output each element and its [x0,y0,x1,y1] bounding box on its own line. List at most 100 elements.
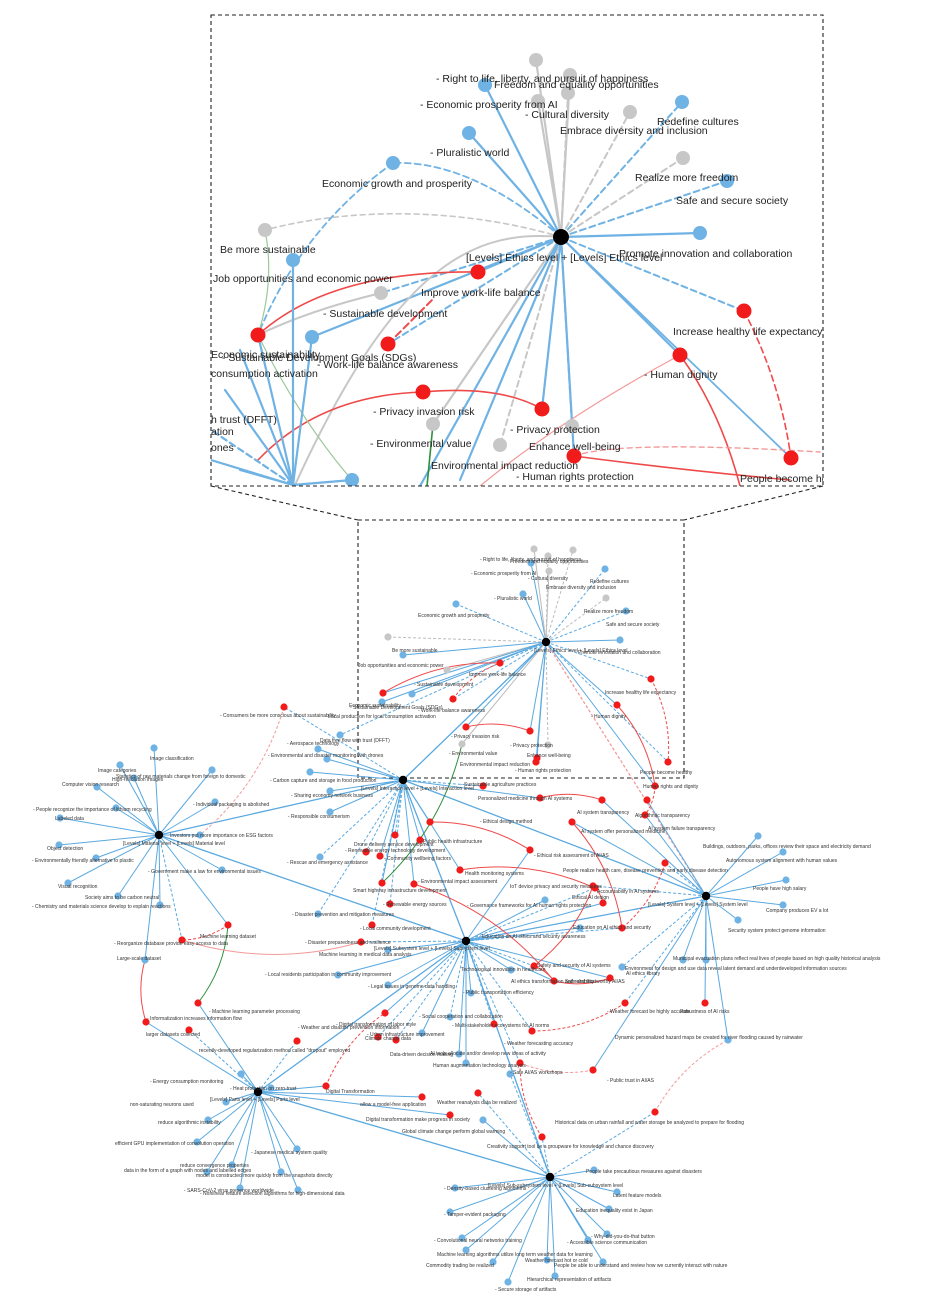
label-e11: Be more sustainable [392,648,438,654]
node-d1 [474,1089,482,1097]
node-d4 [506,1070,514,1078]
label-human-dignity: - Human dignity [644,369,718,381]
node-e1 [527,559,535,567]
spoke-d14 [465,1176,551,1251]
spoke-s6 [664,862,707,897]
spoke-e8 [545,597,607,643]
spoke-i1 [283,706,404,781]
node-sb22 [392,1036,400,1044]
label-e26: Enhance well-being [527,753,571,759]
link-d5-sb25 [519,1062,543,1138]
node-d12 [458,1234,466,1242]
spoke-d2 [482,1119,551,1178]
node-safe-society [720,174,734,188]
node-s5 [754,832,762,840]
label-sb1: - Ethical risk assessment of AI/AS [534,853,609,859]
label-d16: Commodity trading be realized [426,1263,494,1269]
node-e24 [526,727,534,735]
node-m5 [208,766,216,774]
spoke-sb9 [465,940,512,971]
spoke-sb1 [465,849,531,942]
label-sb3: Ethical AI design [572,895,609,901]
spoke-p3 [145,1021,259,1093]
hub-edge-interaction-subsystem [402,779,467,942]
node-i9 [426,818,434,826]
label-s16: Robustness of AI risks [680,1009,730,1015]
spoke-i10 [402,779,421,841]
node-i10 [416,836,424,844]
node-e28 [532,758,540,766]
label-m11: - Environmentally friendly alternative t… [32,858,134,864]
label-d13: - Accessible science communication [567,1240,647,1246]
label-s3: AI system offer personalized medicine [581,829,666,835]
node-m7 [211,798,219,806]
spoke-d18 [549,1176,556,1277]
label-p13: model is constructed more quickly from t… [196,1173,333,1179]
node-pluralistic-world [462,126,476,140]
spoke-i8 [402,779,541,799]
label-sb18: - Weather and disaster prevention inform… [298,1025,400,1031]
node-s8 [782,876,790,884]
spoke-i5 [329,779,404,792]
label-e22: - Privacy invasion risk [451,734,500,740]
label-economic-sustainability: Economic sustainability [211,349,321,361]
label-m15: - Chemistry and materials science develo… [32,904,171,910]
spoke-sb25 [465,940,521,1064]
label-d5: Creativity support tool be a groupware f… [487,1144,654,1150]
spoke-sb19 [458,940,467,1055]
label-job-opportunities: Job opportunities and economic power [213,273,393,285]
label-e21: - Human dignity [591,714,627,720]
label-e6: Embrace diversity and inclusion [546,585,617,591]
label-m16: Machine learning dataset [200,934,256,940]
node-s15 [621,999,629,1007]
spoke-i4 [309,771,404,781]
node-sb10 [530,962,538,970]
spoke-p2 [188,1029,259,1093]
label-i8: Personalized medicine through AI systems [478,796,573,802]
spoke-sb2 [465,887,596,942]
label-sb4: - Governance frameworks for AI human rig… [467,903,591,909]
label-m7: - Individual packaging is abolished [193,802,269,808]
node-sb3 [599,899,607,907]
node-d5 [538,1133,546,1141]
node-m18 [141,956,149,964]
label-sb10: Safety and security of AI systems [537,963,611,969]
node-sb11 [550,977,558,985]
spoke-e30 [545,641,656,787]
spoke-i6 [329,779,404,813]
spoke-e2 [533,548,547,643]
spoke-d16 [492,1176,551,1263]
label-e14: Improve work-life balance [469,672,526,678]
link-sb7-m17 [181,939,362,955]
spoke-e13 [402,641,547,656]
label-m5: Statistics of raw materials change from … [116,774,246,780]
spoke-e9 [455,603,547,643]
node-s2 [643,796,651,804]
node-s7 [779,848,787,856]
node-economic-growth [386,156,400,170]
label-hub-subsub: [Levels] Sub-subsystem level + [Levels] … [488,1183,623,1189]
spoke-d7 [454,1176,551,1189]
node-realize-freedom [676,151,690,165]
hub-edge-subsystem-parts [257,940,467,1093]
label-e9: Economic growth and prosperity [418,613,490,619]
node-p16 [322,1082,330,1090]
node-e29 [664,758,672,766]
label-s9: Accountability in AI systems [597,889,659,895]
label-s13: Environment for design and use data reve… [625,966,847,972]
spoke-e22 [465,641,547,728]
label-d15: Weather forecast hot or cold [525,1258,588,1264]
label-p14: - SARS-CoV-2 virus presence worldwide [184,1188,274,1194]
label-sb5: - Education on AI ethics and security aw… [479,934,586,940]
label-more-sustainable: Be more sustainable [220,244,316,256]
link-e16-e29 [650,678,670,763]
label-e1: - Right to life, liberty, and pursuit of… [480,557,582,563]
node-e3 [545,567,553,575]
link-i16-sb11 [413,883,555,982]
label-s4: AI system failure transparency [648,826,716,832]
node-s13 [679,956,687,964]
label-e12: Promote innovation and collaboration [578,650,661,656]
spoke-s2 [646,799,707,897]
spoke-i13 [365,779,404,853]
spoke-e19 [452,641,547,700]
